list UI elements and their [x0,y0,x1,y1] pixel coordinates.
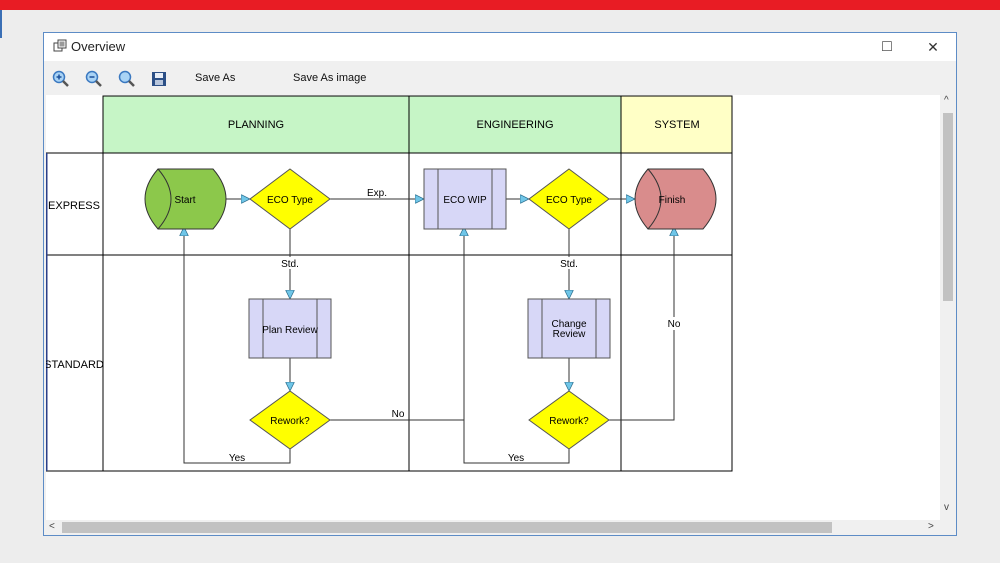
zoom-out-icon [85,70,102,87]
zoom-fit-icon [118,70,135,87]
lane-cell [408,254,622,472]
zoom-in-icon [52,70,69,87]
edge-label-exp: Exp. [367,188,387,199]
row-label-express: EXPRESS [48,200,100,212]
edge-label-yes: Yes [508,453,524,464]
vertical-scrollbar[interactable]: ^ v [940,95,956,520]
row-label-standard: STANDARD [46,359,104,371]
close-button[interactable]: ✕ [910,33,956,61]
node-plan-review[interactable]: Plan Review [248,298,332,359]
lane-header-system [620,95,733,154]
close-icon: ✕ [927,38,939,55]
lane-label-planning: PLANNING [228,119,284,131]
save-as-button[interactable]: Save As [195,72,236,84]
node-change-review[interactable]: Change Review [527,298,611,359]
node-change-review-label-line1: Change [551,319,586,330]
lane-cell [102,254,410,472]
node-finish[interactable]: Finish [634,168,717,230]
edge-rework1-yes [184,227,291,464]
edge-label-yes: Yes [229,453,245,464]
lane-label-engineering: ENGINEERING [476,119,553,131]
scroll-left-icon[interactable]: < [49,521,55,532]
scroll-down-icon[interactable]: v [944,502,949,513]
maximize-icon: □ [882,38,892,55]
node-start[interactable]: Start [144,168,227,230]
diagram-canvas[interactable]: PLANNING ENGINEERING SYSTEM EXPRESS STAN… [46,95,940,520]
zoom-out-button[interactable] [84,69,104,89]
row-header-standard [46,254,104,472]
node-start-label: Start [174,195,195,206]
background-window-edge [0,10,2,38]
lane-cell [620,254,733,472]
overview-app-icon [52,39,68,55]
floppy-disk-icon [152,72,166,86]
vertical-scroll-thumb[interactable] [943,113,953,301]
node-eco-wip-label: ECO WIP [443,195,487,206]
node-eco-type-decision[interactable]: ECO Type [249,168,331,230]
overview-window: Overview □ ✕ [43,32,957,536]
scroll-right-icon[interactable]: > [928,521,934,532]
node-eco-wip[interactable]: ECO WIP [423,168,507,230]
edge-label-no: No [668,319,681,330]
horizontal-scrollbar[interactable]: < > [44,520,956,535]
edge-label-std: Std. [560,259,578,270]
node-rework-decision-2[interactable]: Rework? [528,390,610,450]
node-eco-type-decision-2[interactable]: ECO Type [528,168,610,230]
node-rework-label: Rework? [270,416,310,427]
edge-label-std: Std. [281,259,299,270]
edge-rework2-no [609,227,674,421]
node-rework-decision[interactable]: Rework? [249,390,331,450]
window-titlebar[interactable]: Overview □ ✕ [44,33,956,61]
scroll-up-icon[interactable]: ^ [944,95,949,106]
maximize-button[interactable]: □ [864,33,910,61]
edge-rework2-yes [463,255,570,464]
node-eco-type-label: ECO Type [267,195,313,206]
zoom-in-button[interactable] [51,69,71,89]
save-as-image-button[interactable]: Save As image [293,72,367,84]
window-title: Overview [71,39,126,54]
zoom-fit-button[interactable] [117,69,137,89]
edge-label-no: No [392,409,405,420]
node-eco-type-label-2: ECO Type [546,195,592,206]
node-change-review-label-line2: Review [553,329,587,340]
node-plan-review-label: Plan Review [262,325,318,336]
app-red-header [0,0,1000,10]
lane-label-system: SYSTEM [654,119,699,131]
node-rework-label-2: Rework? [549,416,589,427]
toolbar: Save As Save As image [44,61,956,95]
save-button[interactable] [149,69,169,89]
node-finish-label: Finish [659,195,686,206]
horizontal-scroll-thumb[interactable] [62,522,832,533]
swimlane-diagram: PLANNING ENGINEERING SYSTEM EXPRESS STAN… [46,95,733,472]
